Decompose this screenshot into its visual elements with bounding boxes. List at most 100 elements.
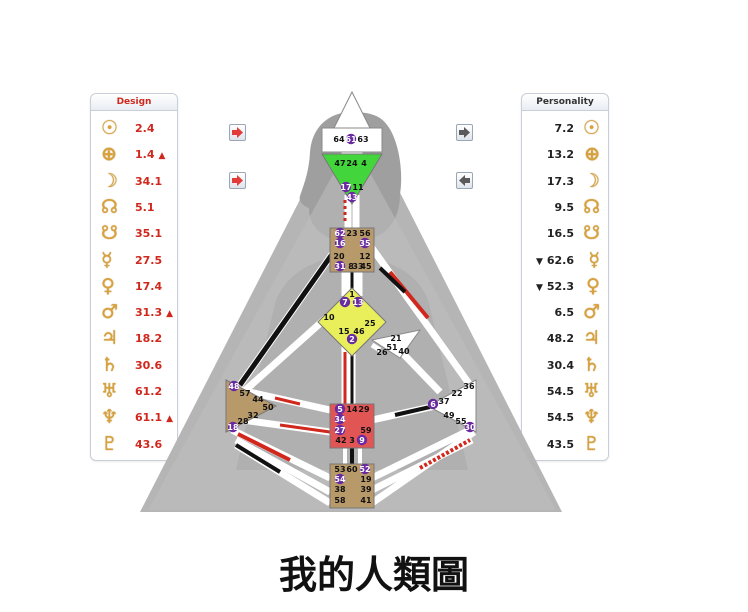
gate-label: 61 <box>345 135 357 144</box>
page-caption: 我的人類圖 <box>278 553 469 597</box>
gate-label: 27 <box>334 426 345 435</box>
personality-arrow-left-button[interactable] <box>456 172 473 189</box>
gate-label: 5 <box>337 405 343 414</box>
gate-marker <box>359 463 371 475</box>
gate-marker <box>356 434 368 446</box>
gate-marker <box>334 413 346 425</box>
gate-label: 39 <box>360 485 372 494</box>
gate-label: 7 <box>342 298 348 307</box>
gate-label: 32 <box>247 411 258 420</box>
gate-label: 28 <box>237 417 249 426</box>
design-value-text: 43.6 <box>135 437 163 451</box>
personality-value-text: 6.5 <box>554 306 575 320</box>
design-row-moon: ☽34.1 <box>91 169 177 195</box>
personality-value: 48.2 <box>543 332 574 347</box>
gate-label: 18 <box>227 423 239 432</box>
personality-row-moon: ☽17.3 <box>522 169 608 195</box>
design-row-saturn: ♄30.6 <box>91 353 177 379</box>
gate-label: 60 <box>346 465 358 474</box>
design-header: Design <box>91 94 177 111</box>
gate-label: 51 <box>386 343 398 352</box>
design-value: 61.2 <box>135 385 166 400</box>
g-center <box>317 287 387 357</box>
gate-label: 16 <box>334 239 346 248</box>
gate-label: 50 <box>262 403 274 412</box>
gate-label: 37 <box>438 397 449 406</box>
personality-value: 54.5 <box>543 411 574 426</box>
design-value-text: 34.1 <box>135 174 163 188</box>
gate-marker <box>346 333 358 345</box>
gate-marker <box>352 296 364 308</box>
gate-label: 4 <box>361 159 367 168</box>
personality-value-text: 52.3 <box>546 279 574 293</box>
gate-label: 40 <box>398 347 410 356</box>
personality-value-text: 9.5 <box>554 200 575 214</box>
jupiter-icon: ♃ <box>582 327 600 350</box>
design-value-text: 30.6 <box>135 358 163 372</box>
gate-label: 1 <box>349 290 355 299</box>
gate-label: 31 <box>334 262 346 271</box>
personality-value-mark: ▼ <box>535 256 543 267</box>
gate-marker <box>464 421 476 433</box>
gate-label: 43 <box>346 193 357 202</box>
personality-value-text: 54.5 <box>546 411 574 425</box>
design-row-earth: ⊕1.4▲ <box>91 142 177 168</box>
design-value-mark: ▲ <box>166 309 174 320</box>
design-arrow-right-button-2[interactable] <box>229 172 246 189</box>
gate-marker <box>334 403 346 415</box>
design-value-text: 1.4 <box>135 148 155 162</box>
gate-label: 24 <box>346 159 358 168</box>
personality-value: 6.5 <box>551 306 575 321</box>
solar-plexus-center <box>426 379 477 433</box>
pluto-icon: ♇ <box>582 432 600 455</box>
design-row-pluto: ♇ 43.6 <box>91 432 177 458</box>
gate-label: 41 <box>360 496 372 505</box>
personality-row-mercury: ☿▼62.6 <box>522 248 608 274</box>
moon-icon: ☽ <box>582 169 600 192</box>
gate-marker <box>340 181 352 193</box>
design-value-text: 61.1 <box>135 411 163 425</box>
personality-value-text: 13.2 <box>546 148 574 162</box>
gate-label: 33 <box>352 262 363 271</box>
design-value: 17.4 <box>135 280 166 295</box>
gate-label: 58 <box>334 496 346 505</box>
personality-value-text: 16.5 <box>546 227 574 241</box>
gate-marker <box>227 421 239 433</box>
gate-label: 2 <box>349 335 355 344</box>
personality-value: ▼52.3 <box>536 280 574 295</box>
gate-label: 62 <box>334 229 345 238</box>
design-row-neptune: ♆61.1▲ <box>91 405 177 431</box>
pluto-icon: ♇ <box>101 432 119 455</box>
mercury-icon: ☿ <box>588 248 600 271</box>
personality-value-text: 7.2 <box>554 122 575 135</box>
channels <box>230 150 476 506</box>
design-arrow-right-button-1[interactable] <box>229 124 246 141</box>
ajna-center <box>321 153 383 205</box>
design-value-mark: ▲ <box>158 151 166 162</box>
personality-value-text: 30.4 <box>546 358 574 372</box>
design-row-sun: ☉2.4 <box>91 116 177 142</box>
north-node-icon: ☊ <box>101 195 118 218</box>
personality-row-saturn: ♄30.4 <box>522 353 608 379</box>
gate-label: 38 <box>334 485 346 494</box>
design-value: 2.4 <box>135 122 159 137</box>
gate-marker <box>334 473 346 485</box>
gate-marker <box>334 237 346 249</box>
gate-label: 49 <box>443 411 455 420</box>
head-center-base <box>321 127 383 153</box>
design-value-mark: ▲ <box>166 414 174 425</box>
personality-arrow-right-button[interactable] <box>456 124 473 141</box>
gate-label: 53 <box>334 465 345 474</box>
personality-value: 54.5 <box>543 385 574 400</box>
head-center <box>333 90 371 129</box>
personality-value-text: 43.5 <box>546 437 574 451</box>
gate-marker <box>359 237 371 249</box>
design-value-text: 27.5 <box>135 253 163 267</box>
gate-marker <box>427 398 439 410</box>
gate-label: 52 <box>359 465 370 474</box>
gate-label: 56 <box>359 229 371 238</box>
gate-marker <box>228 380 240 392</box>
mars-icon: ♂ <box>582 301 600 324</box>
arrow-left-icon <box>459 175 470 186</box>
